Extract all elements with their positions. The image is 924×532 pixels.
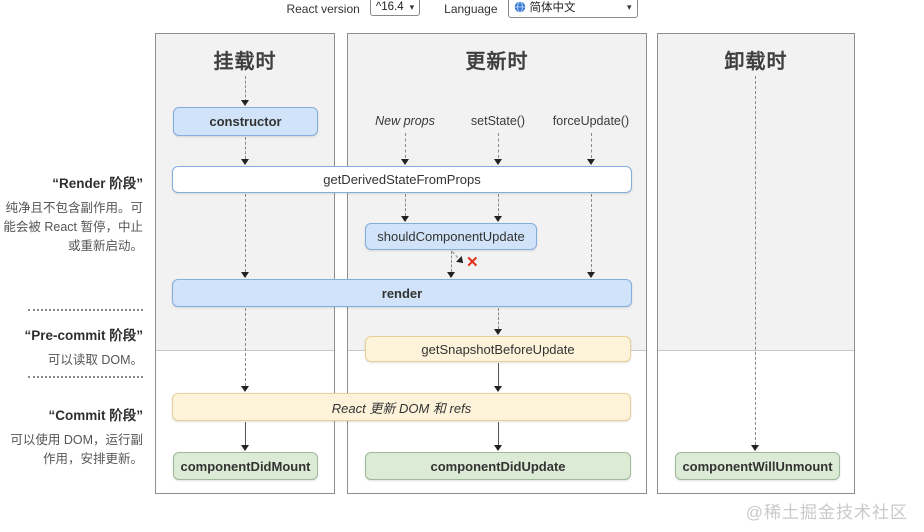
flow-line — [245, 308, 246, 386]
react-version-select[interactable]: ^16.4 ▾ — [369, 0, 421, 16]
arrowhead-icon — [241, 159, 249, 165]
react-version-label: React version — [286, 1, 360, 16]
trigger-forceupdate: forceUpdate() — [552, 114, 630, 128]
arrowhead-icon — [401, 216, 409, 222]
phase-pre-commit-title: “Pre-commit 阶段” — [24, 328, 143, 343]
method-componentwillunmount[interactable]: componentWillUnmount — [675, 452, 840, 480]
phase-commit-title: “Commit 阶段” — [48, 408, 144, 423]
arrowhead-icon — [751, 445, 759, 451]
flow-line — [245, 137, 246, 159]
arrowhead-icon — [241, 100, 249, 106]
chevron-down-icon: ▾ — [409, 1, 415, 12]
chevron-down-icon: ▾ — [627, 1, 632, 12]
flow-line — [498, 194, 499, 216]
column-title-updating: 更新时 — [465, 51, 529, 73]
method-constructor[interactable]: constructor — [173, 107, 318, 136]
arrowhead-icon — [241, 272, 249, 278]
globe-icon — [514, 1, 525, 13]
react-version-value: ^16.4 — [375, 1, 404, 13]
phase-render: “Render 阶段” 纯净且不包含副作用。可能会被 React 暂停，中止或重… — [0, 172, 143, 255]
language-select[interactable]: 简体中文 ▾ — [507, 0, 638, 18]
arrowhead-icon — [241, 445, 249, 451]
flow-line — [405, 194, 406, 216]
arrowhead-icon — [241, 386, 249, 392]
arrowhead-icon — [587, 272, 595, 278]
flow-line — [755, 76, 756, 445]
method-getderivedstatefromprops[interactable]: getDerivedStateFromProps — [172, 166, 632, 193]
arrowhead-icon — [447, 272, 455, 278]
phase-commit: “Commit 阶段” 可以使用 DOM，运行副作用，安排更新。 — [0, 404, 143, 469]
phase-render-title: “Render 阶段” — [52, 176, 143, 191]
column-updating: 更新时 — [347, 33, 647, 494]
phase-divider — [28, 309, 143, 311]
arrowhead-icon — [494, 445, 502, 451]
arrowhead-icon — [494, 329, 502, 335]
arrowhead-icon — [401, 159, 409, 165]
column-unmounting: 卸载时 — [657, 33, 855, 494]
flow-line — [498, 133, 499, 158]
arrowhead-icon — [494, 159, 502, 165]
phase-commit-desc: 可以使用 DOM，运行副作用，安排更新。 — [10, 433, 143, 466]
language-value: 简体中文 — [529, 2, 576, 14]
flow-line — [591, 133, 592, 158]
arrowhead-icon — [494, 386, 502, 392]
flow-line — [498, 422, 499, 445]
method-render[interactable]: render — [172, 279, 632, 307]
language-label: Language — [444, 1, 498, 16]
flow-line — [591, 194, 592, 272]
column-title-unmounting: 卸载时 — [724, 51, 788, 73]
false-x-icon: ✕ — [466, 254, 479, 271]
render-phase-band — [658, 34, 854, 351]
toolbar: React version ^16.4 ▾ Language 简体中文 ▾ — [0, 0, 924, 18]
phase-render-desc: 纯净且不包含副作用。可能会被 React 暂停，中止或重新启动。 — [3, 201, 143, 253]
flow-line — [245, 76, 246, 102]
flow-line — [405, 133, 406, 158]
trigger-new-props: New props — [375, 114, 435, 128]
react-updates-dom-box: React 更新 DOM 和 refs — [172, 393, 631, 421]
method-getsnapshotbeforeupdate[interactable]: getSnapshotBeforeUpdate — [365, 336, 631, 362]
method-componentdidmount[interactable]: componentDidMount — [173, 452, 318, 480]
arrowhead-icon — [587, 159, 595, 165]
phase-pre-commit-desc: 可以读取 DOM。 — [47, 353, 143, 367]
phase-divider — [28, 376, 143, 378]
flow-line — [451, 251, 452, 272]
trigger-setstate: setState() — [470, 114, 526, 128]
phase-pre-commit: “Pre-commit 阶段” 可以读取 DOM。 — [0, 324, 143, 370]
flow-line — [245, 422, 246, 445]
column-title-mounting: 挂载时 — [213, 51, 277, 73]
flow-line — [245, 194, 246, 272]
flow-line — [498, 363, 499, 386]
flow-line — [498, 308, 499, 329]
watermark: @稀土掘金技术社区 — [745, 503, 908, 522]
method-componentdidupdate[interactable]: componentDidUpdate — [365, 452, 631, 480]
method-shouldcomponentupdate[interactable]: shouldComponentUpdate — [365, 223, 537, 250]
arrowhead-icon — [494, 216, 502, 222]
